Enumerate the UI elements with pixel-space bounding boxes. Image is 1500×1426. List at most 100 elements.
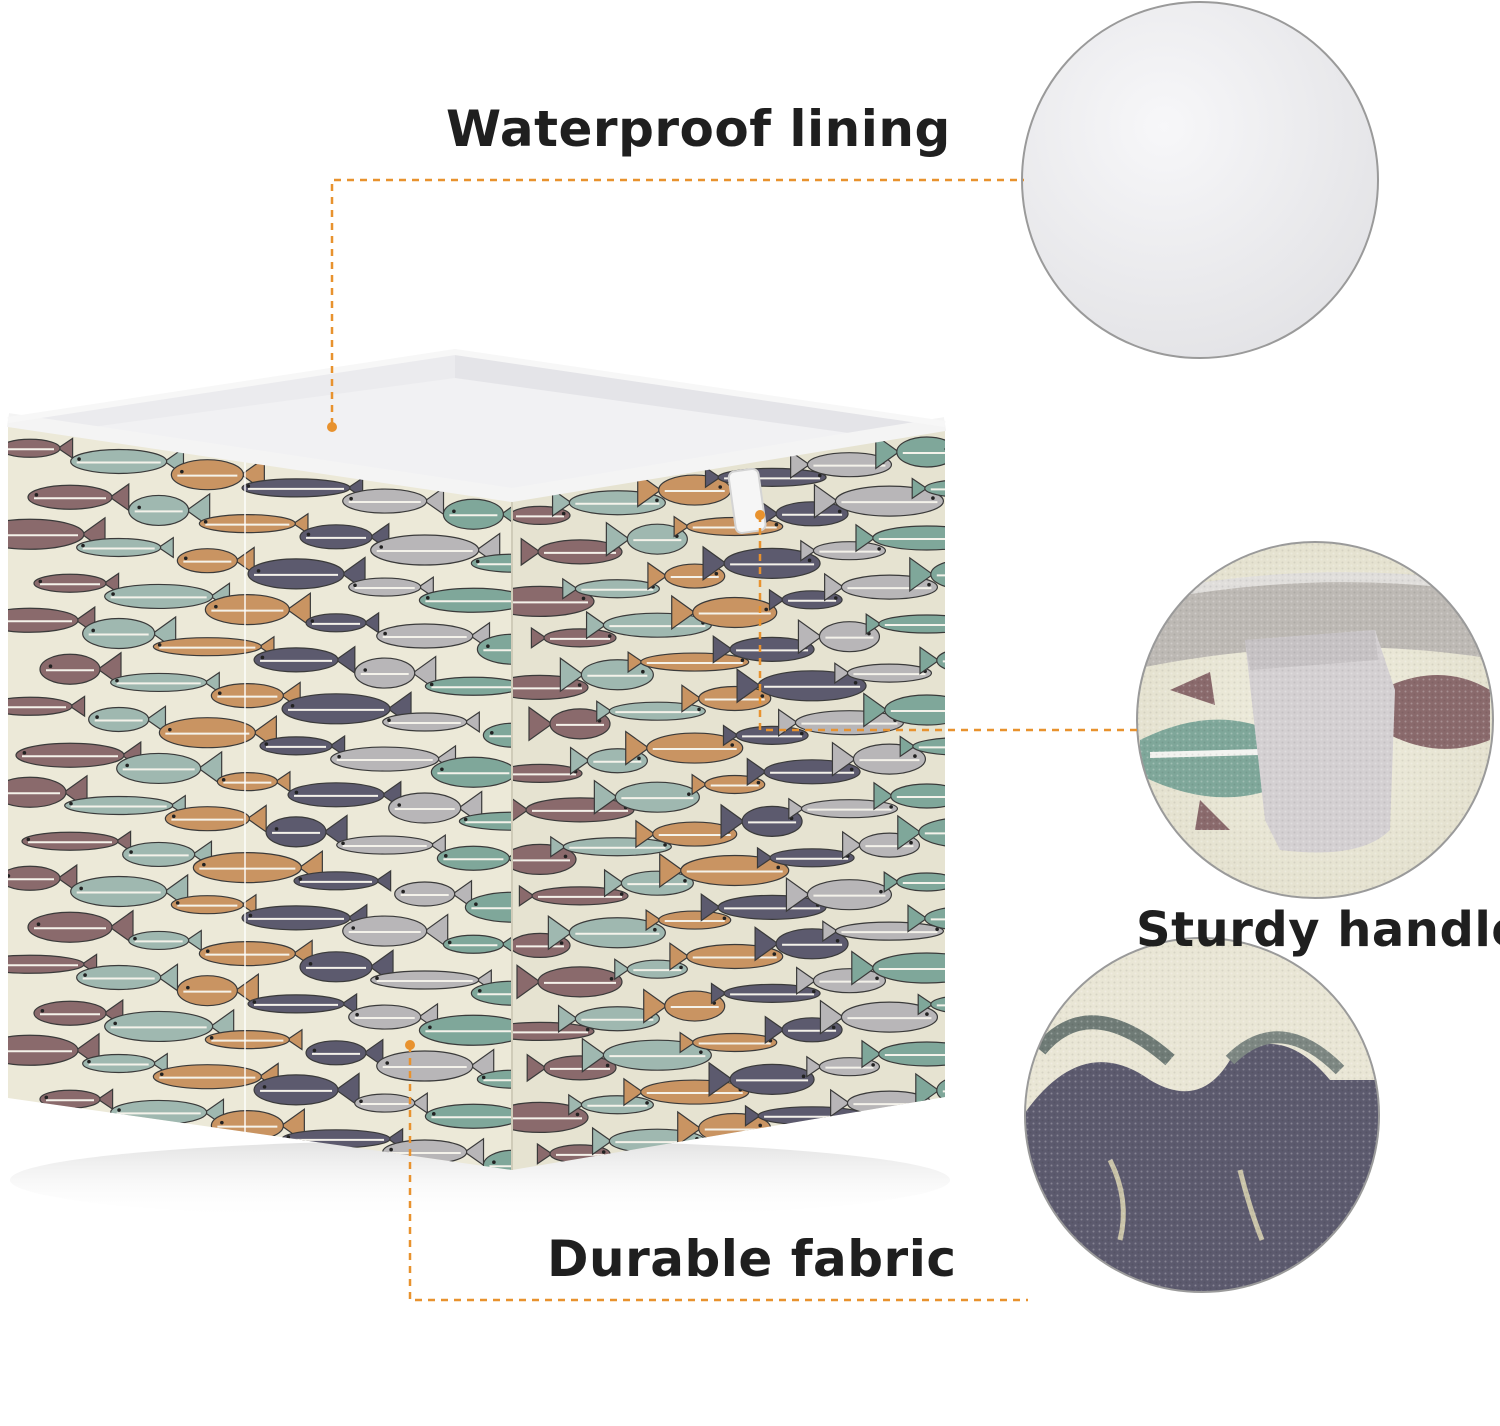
fish-print [708, 1061, 815, 1098]
fish-print [643, 988, 726, 1024]
fish-print [800, 539, 887, 562]
fish-print [819, 999, 939, 1035]
fish-print [679, 1031, 778, 1054]
fish-print [851, 950, 945, 986]
fish-print [603, 868, 694, 898]
handle-detail-circle [1137, 542, 1493, 898]
fish-print [470, 980, 512, 1006]
fish-print [720, 803, 803, 840]
fish-print [458, 811, 512, 831]
fish-print [702, 545, 821, 582]
fish-print [897, 814, 945, 851]
bin-shadow [10, 1140, 950, 1220]
fish-print [354, 1092, 428, 1115]
fish-print [110, 671, 220, 694]
leader-dot-handle [755, 510, 765, 520]
fish-print [198, 939, 313, 968]
fish-print [39, 651, 122, 687]
fish-print [568, 1093, 654, 1116]
fish-print [305, 1038, 384, 1068]
fish-print [253, 1072, 360, 1108]
fish-print [871, 1128, 945, 1152]
fish-print [834, 662, 933, 685]
fish-print [476, 633, 512, 665]
fish-print [198, 512, 309, 535]
fish-print [470, 553, 512, 573]
fish-print [430, 756, 512, 788]
fish-print [863, 692, 945, 728]
fish-print [883, 870, 945, 894]
fish-print [259, 734, 346, 757]
fish-print [822, 920, 945, 943]
leader-dot-lining [327, 422, 337, 432]
fish-print [625, 730, 744, 766]
fish-print [330, 744, 457, 774]
bin-rim-back [7, 349, 946, 427]
fish-print [76, 536, 174, 559]
fish-print [354, 655, 437, 691]
fish-print [909, 556, 945, 593]
fish-print [382, 710, 480, 734]
fish-print [370, 968, 492, 992]
leader-line-lining [330, 178, 1024, 425]
fish-print [424, 676, 512, 696]
fish-print [797, 619, 881, 655]
fish-print [796, 966, 887, 996]
durable-fabric-label: Durable fabric [547, 1230, 957, 1288]
fish-print [116, 750, 223, 787]
fish-print [785, 877, 893, 913]
fish-print [512, 1101, 589, 1134]
fish-print [27, 909, 134, 945]
fish-print [861, 1039, 945, 1069]
fish-print [899, 735, 945, 758]
fish-print [635, 819, 738, 849]
fish-print [76, 963, 179, 992]
fish-print [164, 804, 267, 834]
fish-print [418, 1014, 512, 1046]
fish-print [299, 949, 394, 985]
fish-print [476, 1069, 512, 1089]
fish-print [442, 933, 512, 956]
fish-print [64, 794, 186, 817]
fish-print [442, 496, 512, 532]
fish-print [170, 893, 257, 916]
fish-print [216, 770, 291, 793]
fish-print [562, 577, 660, 600]
fish-print [915, 1072, 945, 1109]
fish-print [464, 891, 512, 923]
fish-print [627, 651, 750, 674]
fish-print [512, 763, 583, 784]
fish-print [712, 635, 815, 664]
fish-print [265, 814, 348, 850]
lining-detail-circle [1021, 1, 1379, 359]
fish-print [287, 780, 402, 810]
fish-print [681, 684, 772, 713]
leader-line-handle [758, 515, 1140, 732]
fish-print [526, 1053, 617, 1083]
fish-print [82, 1052, 168, 1075]
fish-print [128, 929, 202, 952]
bin-rim [6, 413, 947, 502]
fish-print [247, 992, 358, 1015]
fish-print [342, 486, 445, 516]
fish-print [170, 456, 265, 493]
fish-print [873, 781, 945, 811]
fish-print [482, 1149, 512, 1170]
fish-print [8, 437, 74, 460]
fish-print [875, 434, 945, 470]
fish-print [418, 587, 512, 613]
fish-print [305, 611, 380, 634]
fish-print [39, 1088, 114, 1111]
fish-print [593, 779, 700, 815]
fish-print [88, 705, 167, 734]
fish-print [8, 695, 86, 718]
fish-print [919, 646, 945, 675]
fish-print [8, 1121, 90, 1151]
fish-print [8, 863, 78, 893]
fish-print [528, 706, 611, 742]
fish-print [192, 849, 323, 886]
fish-print [530, 626, 617, 649]
leader-dot-fabric [405, 1040, 415, 1050]
fish-print [790, 450, 893, 480]
